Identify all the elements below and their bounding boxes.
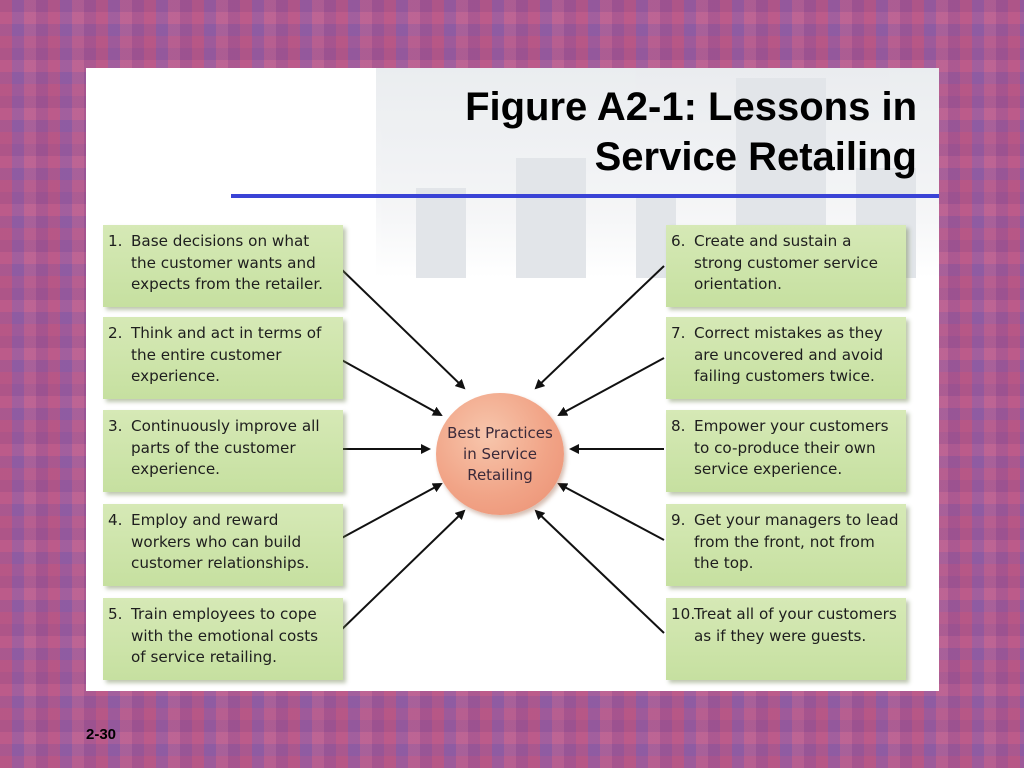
title-line-1: Figure A2-1: Lessons in — [465, 85, 917, 129]
lesson-box-3: 3. Continuously improve all parts of the… — [103, 410, 343, 492]
lesson-text: Base decisions on what the customer want… — [131, 232, 323, 293]
lesson-number: 10. — [671, 605, 696, 623]
lesson-number: 6. — [671, 232, 686, 250]
lesson-number: 8. — [671, 417, 686, 435]
arrow-9 — [557, 483, 665, 541]
arrow-10 — [534, 509, 665, 634]
lesson-text: Correct mistakes as they are uncovered a… — [694, 324, 884, 385]
lesson-box-8: 8. Empower your customers to co-produce … — [666, 410, 906, 492]
arrows-layer — [337, 265, 665, 634]
lesson-text: Treat all of your customers as if they w… — [694, 605, 897, 645]
arrow-5 — [337, 509, 466, 634]
lesson-text: Employ and reward workers who can build … — [131, 511, 310, 572]
lesson-number: 2. — [108, 324, 123, 342]
slide-number: 2-30 — [86, 726, 117, 743]
lesson-number: 1. — [108, 232, 123, 250]
lesson-box-9: 9. Get your managers to lead from the fr… — [666, 504, 906, 586]
lesson-number: 9. — [671, 511, 686, 529]
lesson-number: 5. — [108, 605, 123, 623]
slide-panel: Figure A2-1: Lessons in Service Retailin… — [86, 68, 939, 691]
lesson-box-4: 4. Employ and reward workers who can bui… — [103, 504, 343, 586]
hub-label: Best Practices in Service Retailing — [447, 423, 553, 484]
best-practices-hub: Best Practices in Service Retailing — [436, 393, 564, 515]
lesson-number: 4. — [108, 511, 123, 529]
lesson-box-2: 2. Think and act in terms of the entire … — [103, 317, 343, 399]
arrow-6 — [534, 265, 665, 390]
title-line-2: Service Retailing — [594, 135, 917, 179]
lesson-number: 3. — [108, 417, 123, 435]
lesson-box-5: 5. Train employees to cope with the emot… — [103, 598, 343, 680]
lesson-box-10: 10. Treat all of your customers as if th… — [666, 598, 906, 680]
arrow-4 — [337, 483, 443, 541]
lesson-text: Continuously improve all parts of the cu… — [131, 417, 320, 478]
arrow-1 — [337, 265, 466, 390]
lesson-number: 7. — [671, 324, 686, 342]
slide-title: Figure A2-1: Lessons in Service Retailin… — [317, 82, 917, 182]
lesson-box-6: 6. Create and sustain a strong customer … — [666, 225, 906, 307]
lesson-box-7: 7. Correct mistakes as they are uncovere… — [666, 317, 906, 399]
title-underline — [231, 194, 939, 198]
lesson-text: Empower your customers to co-produce the… — [694, 417, 889, 478]
lesson-text: Get your managers to lead from the front… — [694, 511, 899, 572]
lesson-text: Think and act in terms of the entire cus… — [131, 324, 322, 385]
arrow-2 — [337, 357, 443, 416]
lesson-text: Train employees to cope with the emotion… — [131, 605, 319, 666]
arrow-7 — [557, 357, 665, 416]
lesson-box-1: 1. Base decisions on what the customer w… — [103, 225, 343, 307]
lesson-text: Create and sustain a strong customer ser… — [694, 232, 878, 293]
